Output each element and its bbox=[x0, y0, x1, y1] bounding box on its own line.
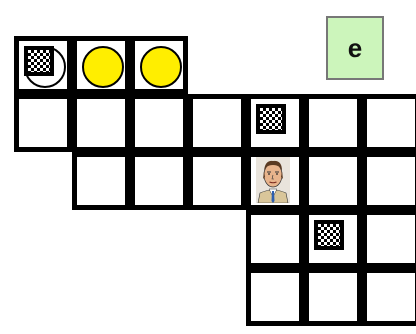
board-cell[interactable] bbox=[304, 94, 362, 152]
board-cell[interactable] bbox=[130, 94, 188, 152]
action-button-e[interactable]: e bbox=[326, 16, 384, 80]
yellow-dot-piece bbox=[82, 46, 124, 88]
checkered-flag-icon bbox=[314, 220, 344, 250]
board-cell[interactable] bbox=[188, 94, 246, 152]
checkered-flag-icon bbox=[24, 46, 54, 76]
player-avatar bbox=[256, 157, 290, 203]
board-cell[interactable] bbox=[304, 268, 362, 326]
board-cell[interactable] bbox=[362, 268, 416, 326]
board-cell[interactable] bbox=[362, 210, 416, 268]
board-cell[interactable] bbox=[14, 94, 72, 152]
board-cell[interactable] bbox=[246, 268, 304, 326]
yellow-dot-piece bbox=[140, 46, 182, 88]
board-cell[interactable] bbox=[72, 94, 130, 152]
board-cell[interactable] bbox=[362, 152, 416, 210]
board-cell[interactable] bbox=[304, 152, 362, 210]
board-cell[interactable] bbox=[72, 152, 130, 210]
board-cell[interactable] bbox=[246, 210, 304, 268]
board-cell[interactable] bbox=[188, 152, 246, 210]
board-cell[interactable] bbox=[130, 152, 188, 210]
checkered-flag-icon bbox=[256, 104, 286, 134]
board-cell[interactable] bbox=[362, 94, 416, 152]
